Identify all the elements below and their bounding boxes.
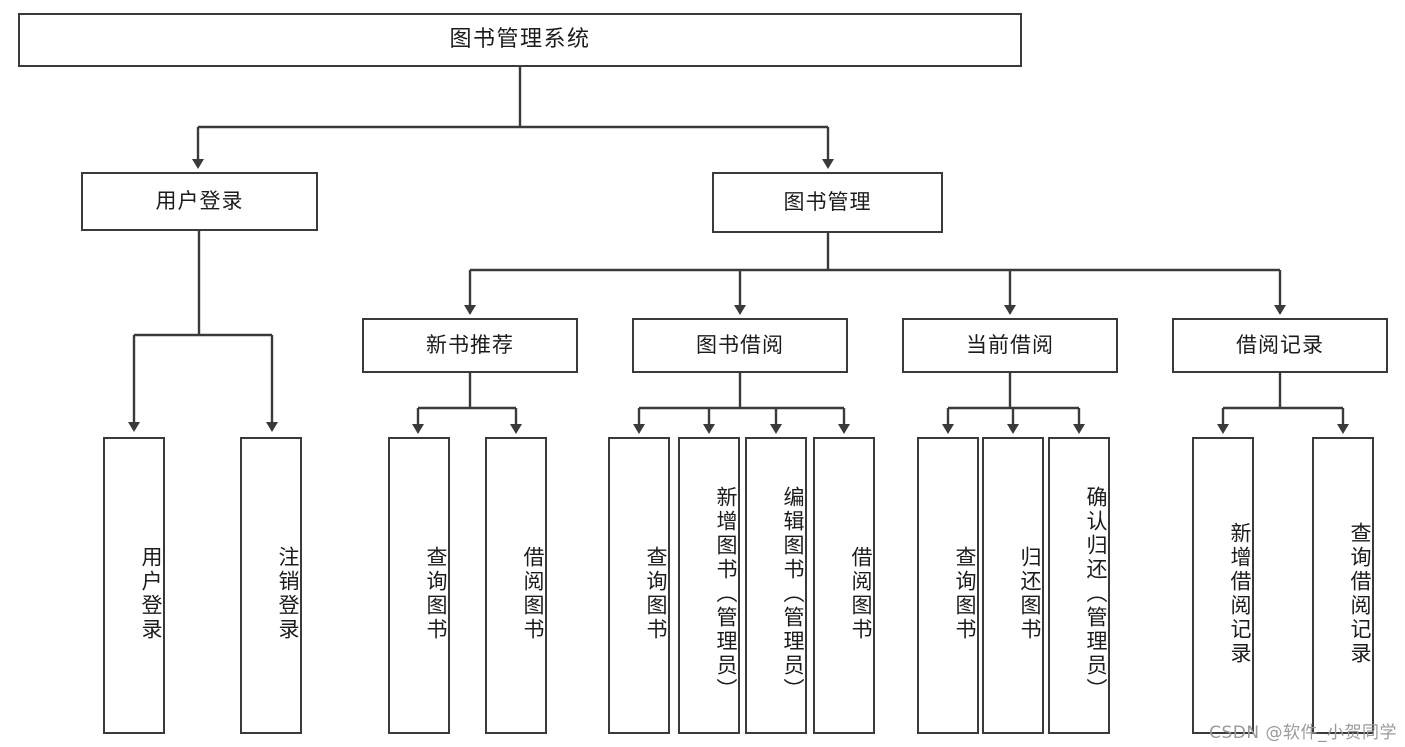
watermark-text: CSDN @软件_小贺同学 [1209,723,1397,743]
leaf-borrow-query-book[interactable]: 查询图书 [608,437,670,734]
leaf-borrow-add-book-admin[interactable]: 新增图书（管理员） [678,437,740,734]
leaf-recommend-query-book[interactable]: 查询图书 [388,437,450,734]
leaf-current-query-book[interactable]: 查询图书 [917,437,979,734]
node-new-book-recommend[interactable]: 新书推荐 [362,318,578,373]
node-book-management[interactable]: 图书管理 [712,172,943,233]
leaf-borrow-borrow-book[interactable]: 借阅图书 [813,437,875,734]
leaf-current-confirm-return-admin[interactable]: 确认归还（管理员） [1048,437,1110,734]
leaf-record-add-record[interactable]: 新增借阅记录 [1192,437,1254,734]
leaf-borrow-edit-book-admin[interactable]: 编辑图书（管理员） [745,437,807,734]
leaf-record-query-record[interactable]: 查询借阅记录 [1312,437,1374,734]
leaf-user-logout[interactable]: 注销登录 [240,437,302,734]
node-borrow-record[interactable]: 借阅记录 [1172,318,1388,373]
node-user-login[interactable]: 用户登录 [81,172,318,231]
node-book-borrow[interactable]: 图书借阅 [632,318,848,373]
leaf-current-return-book[interactable]: 归还图书 [982,437,1044,734]
leaf-recommend-borrow-book[interactable]: 借阅图书 [485,437,547,734]
node-root-system[interactable]: 图书管理系统 [18,13,1022,67]
node-current-borrow[interactable]: 当前借阅 [902,318,1118,373]
leaf-user-login[interactable]: 用户登录 [103,437,165,734]
